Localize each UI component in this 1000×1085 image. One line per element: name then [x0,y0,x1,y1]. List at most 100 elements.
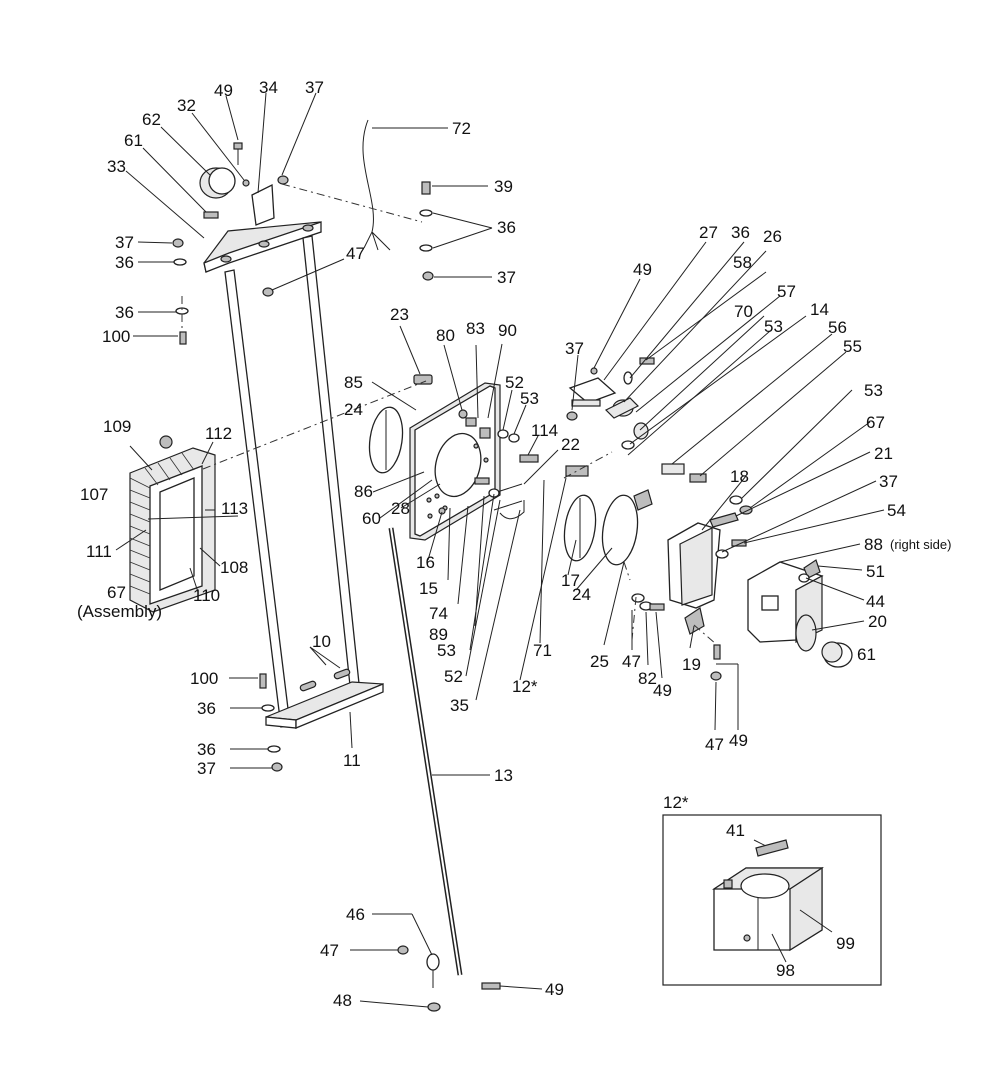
label-100: 100 [102,327,130,346]
label-56: 56 [828,318,847,337]
label-110: 110 [193,586,220,605]
label-57: 57 [777,282,796,301]
label-36: 36 [731,223,750,242]
label-53: 53 [520,389,539,408]
label-47: 47 [320,941,339,960]
label-88: 88 [864,535,883,554]
label-37: 37 [115,233,134,252]
label-90: 90 [498,321,517,340]
label-80: 80 [436,326,455,345]
label-99: 99 [836,934,855,953]
label-58: 58 [733,253,752,272]
label-47: 47 [346,244,365,263]
assembly-lines [181,183,717,645]
label-36: 36 [197,740,216,759]
label-26: 26 [763,227,782,246]
label-62: 62 [142,110,161,129]
label-14: 14 [810,300,829,319]
label-49: 49 [653,681,672,700]
small-hardware [172,119,853,1012]
label-111: 111 [86,542,112,561]
mounting-plate [409,382,501,541]
label-37: 37 [305,78,324,97]
label-61: 61 [857,645,876,664]
label-112: 112 [205,424,232,443]
label-13: 13 [494,766,513,785]
label-28: 28 [391,499,410,518]
label-37: 37 [879,472,898,491]
assembly-note: (Assembly) [77,602,162,621]
label-27: 27 [699,223,718,242]
label-21: 21 [874,444,893,463]
label-15: 15 [419,579,438,598]
label-37: 37 [497,268,516,287]
label-16: 16 [416,553,435,572]
label-74: 74 [429,604,448,623]
leader-lines [115,92,885,1008]
label-22: 22 [561,435,580,454]
label-98: 98 [776,961,795,980]
label-33: 33 [107,157,126,176]
label-49: 49 [729,731,748,750]
label-25: 25 [590,652,609,671]
label-47: 47 [622,652,641,671]
label-37: 37 [197,759,216,778]
label-82: 82 [638,669,657,688]
label-100: 100 [190,669,218,688]
label-71: 71 [533,641,552,660]
label-34: 34 [259,78,278,97]
label-37: 37 [565,339,584,358]
label-61: 61 [124,131,143,150]
label-53: 53 [864,381,883,400]
label-53: 53 [437,641,456,660]
label-35: 35 [450,696,469,715]
label-39: 39 [494,177,513,196]
label-49: 49 [633,260,652,279]
label-109: 109 [103,417,131,436]
label-67: 67 [866,413,885,432]
label-24: 24 [344,400,363,419]
label-114: 114 [531,421,558,440]
label-24: 24 [572,585,591,604]
label-19: 19 [682,655,701,674]
label-36: 36 [115,303,134,322]
label-51: 51 [866,562,885,581]
label-36: 36 [497,218,516,237]
label-52: 52 [505,373,524,392]
label-44: 44 [866,592,885,611]
label-60: 60 [362,509,381,528]
label-18: 18 [730,467,749,486]
label-48: 48 [333,991,352,1010]
label-12-star: 12* [512,677,538,696]
inset-label-12-star: 12* [663,793,689,812]
label-86: 86 [354,482,373,501]
label-72: 72 [452,119,471,138]
label-52: 52 [444,667,463,686]
label-36: 36 [197,699,216,718]
label-32: 32 [177,96,196,115]
label-46: 46 [346,905,365,924]
label-49: 49 [545,980,564,999]
cover-left [368,406,404,474]
label-49: 49 [214,81,233,100]
heat-sink-assembly [129,435,216,613]
right-side-note: (right side) [890,537,951,552]
label-10: 10 [312,632,331,651]
label-85: 85 [344,373,363,392]
label-113: 113 [221,499,248,518]
label-23: 23 [390,305,409,324]
label-108: 108 [220,558,248,577]
label-54: 54 [887,501,906,520]
label-89: 89 [429,625,448,644]
label-36: 36 [115,253,134,272]
label-11: 11 [343,751,361,770]
label-41: 41 [726,821,745,840]
column-frame [203,221,384,729]
label-47: 47 [705,735,724,754]
label-55: 55 [843,337,862,356]
inset-clamp-detail [662,814,882,986]
part-labels: 49 34 37 62 32 61 33 72 39 36 37 37 36 4… [77,78,951,1010]
label-107: 107 [80,485,108,504]
label-20: 20 [868,612,887,631]
